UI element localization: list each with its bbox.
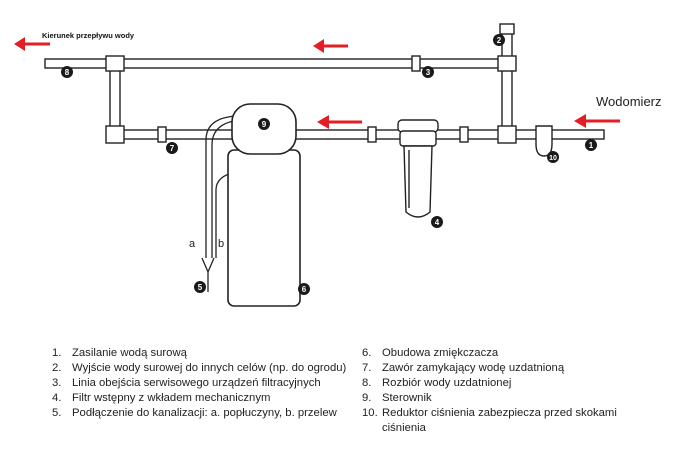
- fitting-bottom-right: [497, 125, 517, 144]
- svg-text:10: 10: [549, 155, 557, 162]
- drain-label-a: a: [189, 238, 196, 250]
- legend-number: 1.: [52, 347, 62, 359]
- legend-item: 9. Sterownik: [362, 391, 652, 406]
- valve-main-mid: [367, 126, 377, 143]
- marker-4: 4: [431, 216, 443, 228]
- legend-text: Wyjście wody surowej do innych celów (np…: [72, 362, 347, 374]
- marker-6: 6: [298, 283, 310, 295]
- softener-tank: [227, 103, 301, 307]
- marker-9: 9: [258, 118, 270, 130]
- markers: 1 2 3 4 5 6 7 8 9 10: [61, 34, 597, 295]
- svg-text:3: 3: [426, 68, 431, 77]
- legend-item: 6. Obudowa zmiękczacza: [362, 346, 652, 361]
- legend-text: Filtr wstępny z wkładem mechanicznym: [72, 392, 271, 404]
- legend-item: 7. Zawór zamykający wodę uzdatnioną: [362, 361, 652, 376]
- legend-item: 1. Zasilanie wodą surową: [52, 346, 352, 361]
- legend-item: 3. Linia obejścia serwisowego urządzeń fi…: [52, 376, 352, 391]
- legend-item: 10. Reduktor ciśnienia zabezpiecza przed …: [362, 406, 652, 436]
- main-pipe: [115, 129, 605, 140]
- valve-main-left: [157, 126, 167, 143]
- legend-right-column: 6. Obudowa zmiękczacza 7. Zawór zamykający…: [362, 346, 652, 436]
- flow-direction-label: Kierunek przepływu wody: [42, 31, 135, 40]
- prefilter: [397, 119, 439, 218]
- legend-item: 2. Wyjście wody surowej do innych celów (…: [52, 361, 352, 376]
- flow-arrows: [14, 37, 620, 129]
- legend-text: Sterownik: [382, 392, 432, 404]
- legend-text: Podłączenie do kanalizacji: a. popłuczyn…: [72, 407, 337, 419]
- svg-text:5: 5: [198, 283, 203, 292]
- legend-text: Reduktor ciśnienia zabezpiecza przed sko…: [382, 407, 617, 434]
- legend-number: 6.: [362, 347, 372, 359]
- fitting-top-right: [497, 55, 517, 72]
- marker-7: 7: [166, 142, 178, 154]
- legend-text: Rozbiór wody uzdatnionej: [382, 377, 512, 389]
- legend-item: 5. Podłączenie do kanalizacji: a. popłucz…: [52, 406, 352, 421]
- svg-text:2: 2: [497, 36, 502, 45]
- softener-housing: [227, 149, 301, 307]
- marker-1: 1: [585, 139, 597, 151]
- arrow-inlet-icon: [574, 114, 620, 128]
- valve-top: [411, 55, 421, 72]
- arrow-main-mid-icon: [317, 115, 362, 129]
- fitting-bottom-left: [105, 125, 125, 144]
- legend-text: Zasilanie wodą surową: [72, 347, 187, 359]
- arrow-top-left-icon: [14, 37, 50, 51]
- legend-number: 10.: [362, 407, 378, 419]
- pipes: [44, 23, 605, 144]
- marker-2: 2: [493, 34, 505, 46]
- pressure-reducer: [535, 125, 553, 157]
- legend-left-column: 1. Zasilanie wodą surową 2. Wyjście wody s…: [52, 346, 352, 421]
- svg-text:6: 6: [302, 285, 307, 294]
- svg-text:1: 1: [589, 141, 594, 150]
- marker-3: 3: [422, 66, 434, 78]
- marker-10: 10: [547, 151, 559, 163]
- right-riser-pipe: [501, 29, 513, 136]
- svg-text:4: 4: [435, 218, 440, 227]
- marker-8: 8: [61, 66, 73, 78]
- arrow-top-mid-icon: [313, 39, 348, 53]
- legend-number: 4.: [52, 392, 62, 404]
- legend-number: 3.: [52, 377, 62, 389]
- legend-item: 4. Filtr wstępny z wkładem mechanicznym: [52, 391, 352, 406]
- legend-text: Obudowa zmiękczacza: [382, 347, 499, 359]
- svg-text:9: 9: [262, 120, 267, 129]
- legend-text: Linia obejścia serwisowego urządzeń filt…: [72, 377, 321, 389]
- legend-number: 2.: [52, 362, 62, 374]
- legend-item: 8. Rozbiór wody uzdatnionej: [362, 376, 652, 391]
- drain-label-b: b: [218, 238, 224, 250]
- legend-number: 9.: [362, 392, 372, 404]
- svg-text:7: 7: [170, 144, 175, 153]
- legend-number: 5.: [52, 407, 62, 419]
- legend-number: 8.: [362, 377, 372, 389]
- fitting-top-left: [105, 55, 125, 72]
- water-meter-label: Wodomierz: [596, 94, 662, 109]
- fitting-riser-top: [499, 23, 515, 35]
- legend-text: Zawór zamykający wodę uzdatnioną: [382, 362, 565, 374]
- marker-5: 5: [194, 281, 206, 293]
- svg-text:8: 8: [65, 68, 70, 77]
- legend-number: 7.: [362, 362, 372, 374]
- valve-main-right: [459, 126, 469, 143]
